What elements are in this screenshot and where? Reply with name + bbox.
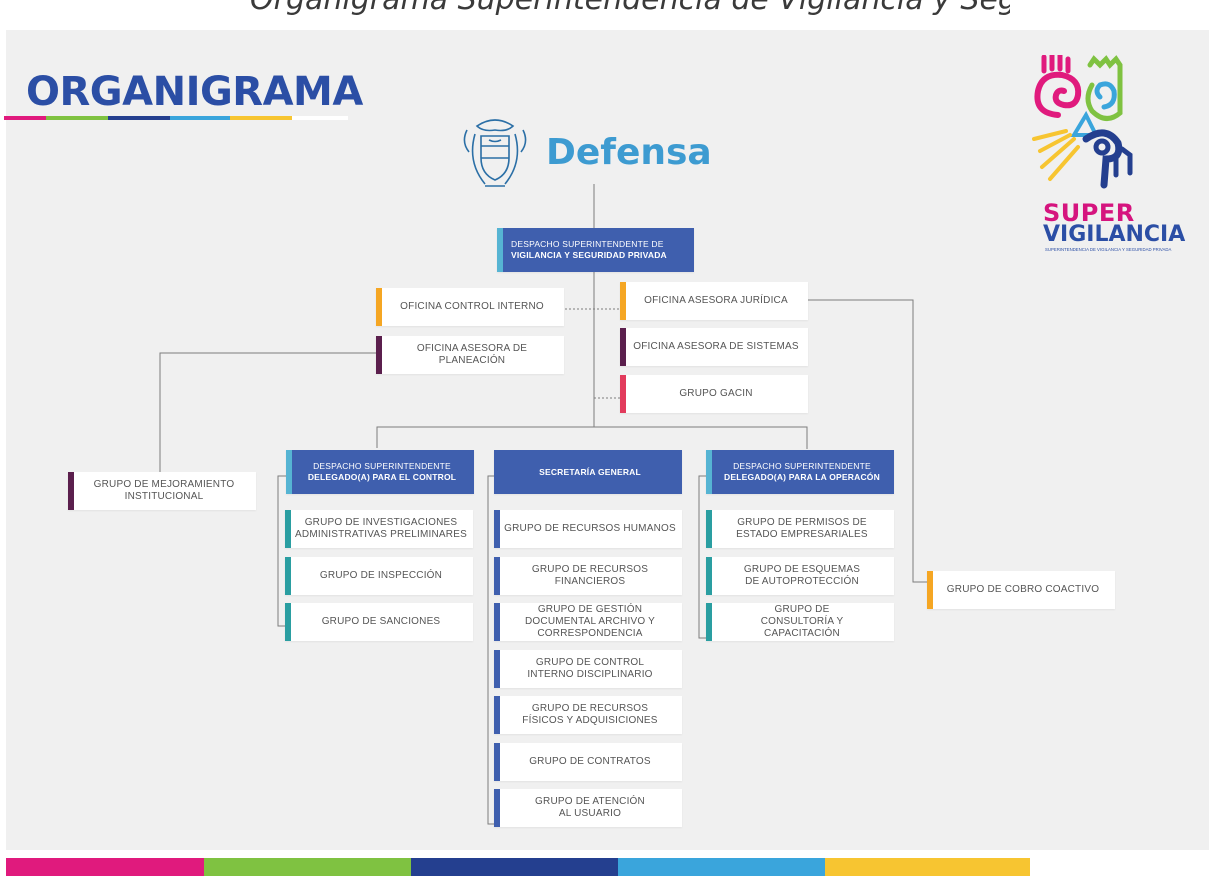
node-sistemas: OFICINA ASESORA DE SISTEMAS [620,328,808,366]
defensa-logo: Defensa [455,112,712,192]
node-secretaria-general: SECRETARÍA GENERAL [494,450,682,494]
supervigilancia-logo: SUPER VIGILANCIA SUPERINTENDENCIA DE VIG… [1030,52,1185,260]
top-caption: Organigrama Superintendencia de Vigilanc… [250,0,1010,22]
brand-word-vigilancia: VIGILANCIA [1043,222,1186,247]
coat-of-arms-icon [463,119,527,187]
group-gestion-documental: GRUPO DE GESTIÓN DOCUMENTAL ARCHIVO Y CO… [494,603,682,641]
group-investigaciones: GRUPO DE INVESTIGACIONES ADMINISTRATIVAS… [285,510,473,548]
group-control-disciplinario: GRUPO DE CONTROL INTERNO DISCIPLINARIO [494,650,682,688]
node-control-interno: OFICINA CONTROL INTERNO [376,288,564,326]
brand-subtitle: SUPERINTENDENCIA DE VIGILANCIA Y SEGURID… [1045,247,1172,252]
hands-emblem-icon [1032,52,1133,189]
group-sanciones: GRUPO DE SANCIONES [285,603,473,641]
group-recursos-financieros: GRUPO DE RECURSOS FINANCIEROS [494,557,682,595]
page-title: ORGANIGRAMA [26,69,363,115]
node-cobro-coactivo: GRUPO DE COBRO COACTIVO [927,571,1115,609]
group-atencion-usuario: GRUPO DE ATENCIÓN AL USUARIO [494,789,682,827]
group-recursos-humanos: GRUPO DE RECURSOS HUMANOS [494,510,682,548]
group-permisos: GRUPO DE PERMISOS DE ESTADO EMPRESARIALE… [706,510,894,548]
node-juridica: OFICINA ASESORA JURÍDICA [620,282,808,320]
group-contratos: GRUPO DE CONTRATOS [494,743,682,781]
group-esquemas: GRUPO DE ESQUEMAS DE AUTOPROTECCIÓN [706,557,894,595]
group-recursos-fisicos: GRUPO DE RECURSOS FÍSICOS Y ADQUISICIONE… [494,696,682,734]
ministry-name: Defensa [546,132,712,173]
brand-word-super: SUPER [1043,199,1135,227]
node-mejoramiento: GRUPO DE MEJORAMIENTO INSTITUCIONAL [68,472,256,510]
group-inspeccion: GRUPO DE INSPECCIÓN [285,557,473,595]
title-underline [4,116,348,120]
node-gacin: GRUPO GACIN [620,375,808,413]
group-consultoria: GRUPO DE CONSULTORÍA Y CAPACITACIÓN [706,603,894,641]
node-planeacion: OFICINA ASESORA DE PLANEACIÓN [376,336,564,374]
